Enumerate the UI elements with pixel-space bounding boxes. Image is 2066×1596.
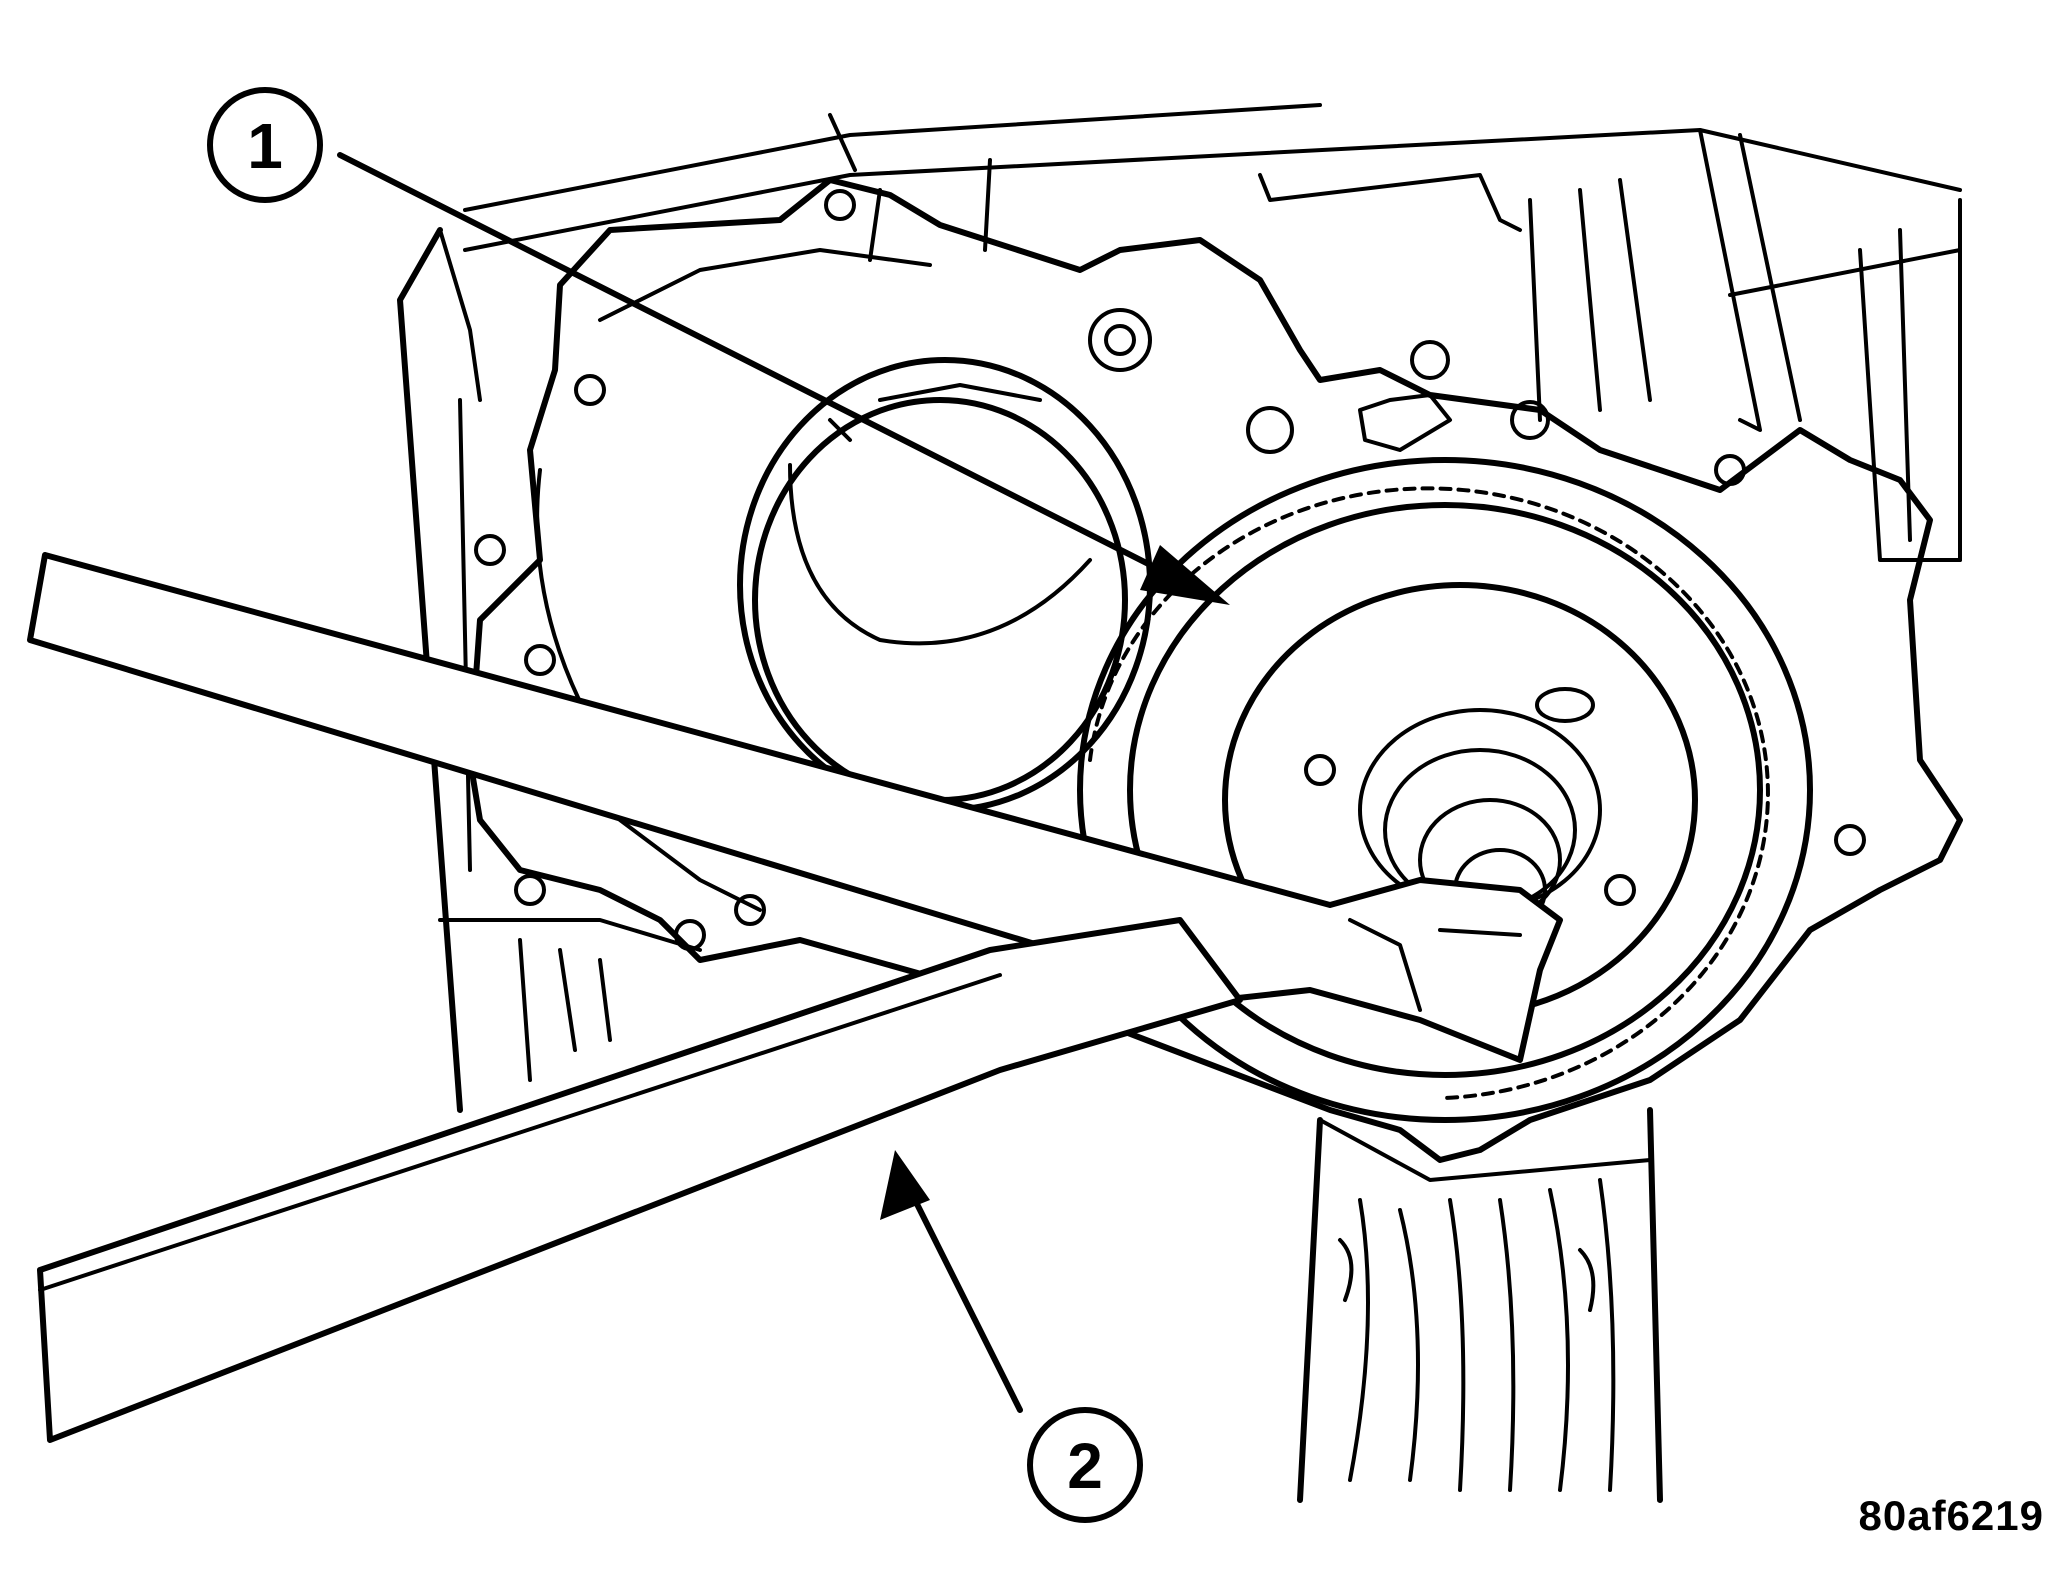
front-cover-plate (467, 177, 1963, 1163)
transfer-case-housing (463, 103, 1962, 562)
callout-2-number: 2 (1067, 1430, 1103, 1502)
callout-1-number: 1 (247, 110, 283, 182)
housing-left-block (397, 227, 702, 1113)
holding-tool (27, 552, 1563, 1443)
wood-block (1297, 1107, 1663, 1503)
callout-arrow-1 (337, 152, 1230, 605)
callout-1: 1 (207, 87, 323, 203)
callout-2: 2 (1027, 1407, 1143, 1523)
figure-id-label: 80af6219 (1858, 1492, 2044, 1539)
callout-arrow-2 (880, 1150, 1023, 1413)
